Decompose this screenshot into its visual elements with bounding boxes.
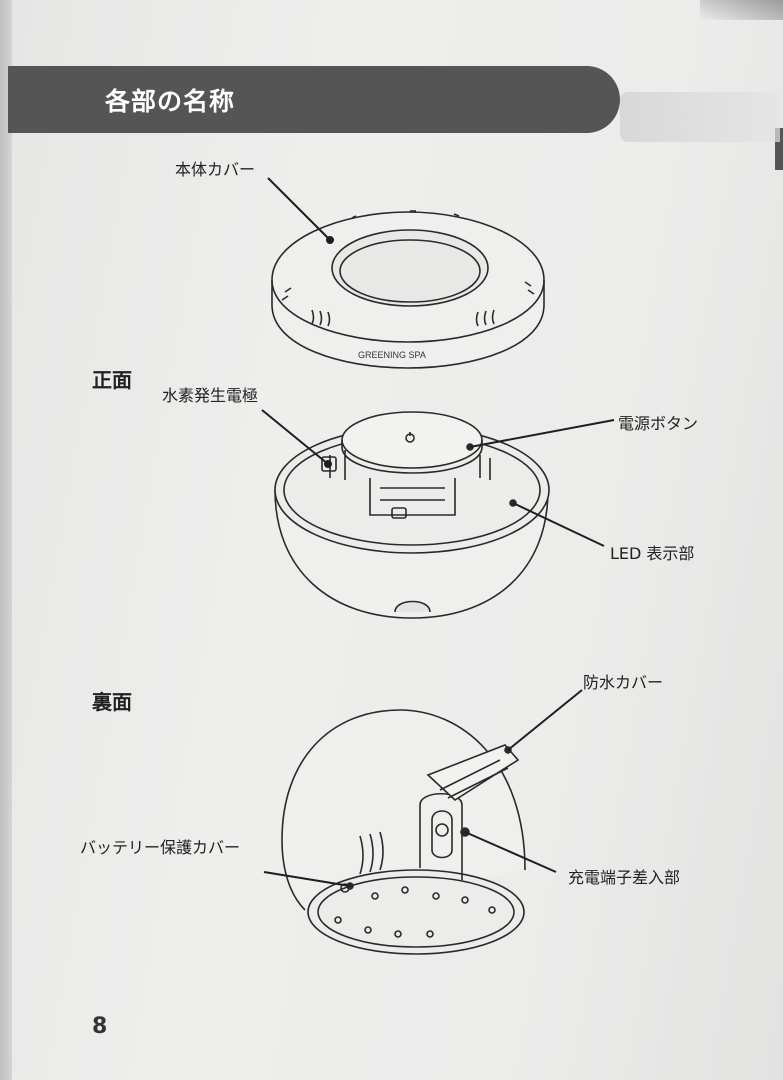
section-header-bar — [8, 66, 620, 133]
back-view-heading: 裏面 — [92, 690, 132, 714]
label-waterproof-cover: 防水カバー — [583, 673, 664, 692]
leader-lines — [261, 177, 615, 887]
brand-text: GREENING SPA — [358, 350, 426, 360]
chapter-tab — [775, 128, 783, 170]
label-power-button: 電源ボタン — [618, 414, 699, 433]
back-body-drawing — [281, 709, 526, 955]
page-shadow — [700, 0, 783, 20]
page-binding-edge — [0, 0, 12, 1080]
label-cover: 本体カバー — [175, 160, 256, 179]
front-view-heading: 正面 — [92, 368, 132, 392]
label-battery-cover: バッテリー保護カバー — [80, 838, 241, 857]
label-charging-port: 充電端子差入部 — [568, 868, 681, 887]
section-title: 各部の名称 — [105, 87, 236, 116]
section-bar-fade — [620, 92, 780, 142]
label-led: LED 表示部 — [610, 544, 695, 563]
page-number: 8 — [92, 1014, 108, 1039]
label-electrode: 水素発生電極 — [162, 386, 259, 405]
front-body-drawing — [274, 411, 550, 619]
body-cover-drawing — [271, 210, 545, 369]
